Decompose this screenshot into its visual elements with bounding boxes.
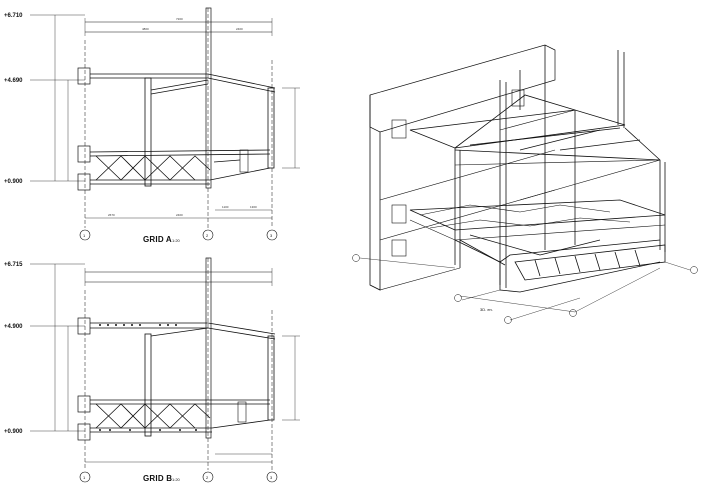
grid-a-title: GRID A	[143, 235, 172, 244]
grid-a-elevation	[30, 7, 300, 241]
grid-b-bubble-3: 3	[270, 475, 273, 480]
isometric-view	[352, 44, 698, 324]
grid-a-level-mid: +4.690	[4, 78, 23, 84]
grid-b-level-bottom: +0.900	[4, 429, 23, 435]
svg-text:4800: 4800	[142, 27, 149, 31]
grid-a-bubble-1: 1	[83, 233, 86, 238]
grid-b-title: GRID B	[143, 474, 172, 483]
svg-text:1300: 1300	[250, 205, 257, 209]
grid-b-level-top: +6.715	[4, 262, 23, 268]
svg-text:7200: 7200	[176, 17, 183, 21]
grid-b-bubble-1: 1	[83, 475, 86, 480]
grid-a-level-top: +6.710	[4, 13, 23, 19]
grid-a-level-bottom: +0.900	[4, 179, 23, 185]
grid-a-bubble-3: 3	[270, 233, 273, 238]
grid-b-bolt-row	[99, 324, 197, 431]
grid-b-bubble-2: 2	[206, 475, 209, 480]
grid-a-scale: 1:20	[172, 238, 181, 243]
iso-view-label: 3D. en.	[480, 307, 493, 312]
grid-a-bubble-2: 2	[206, 233, 209, 238]
svg-text:1100: 1100	[222, 205, 229, 209]
grid-b-level-mid: +4.900	[4, 324, 23, 330]
grid-b-elevation	[30, 257, 300, 483]
grid-a-dimension-ticks: 7200 4800 2400 2670 2400 1100 1300	[108, 17, 257, 217]
svg-text:2400: 2400	[176, 213, 183, 217]
svg-text:2400: 2400	[236, 27, 243, 31]
grid-b-scale: 1:20	[172, 477, 181, 482]
svg-text:2670: 2670	[108, 213, 115, 217]
